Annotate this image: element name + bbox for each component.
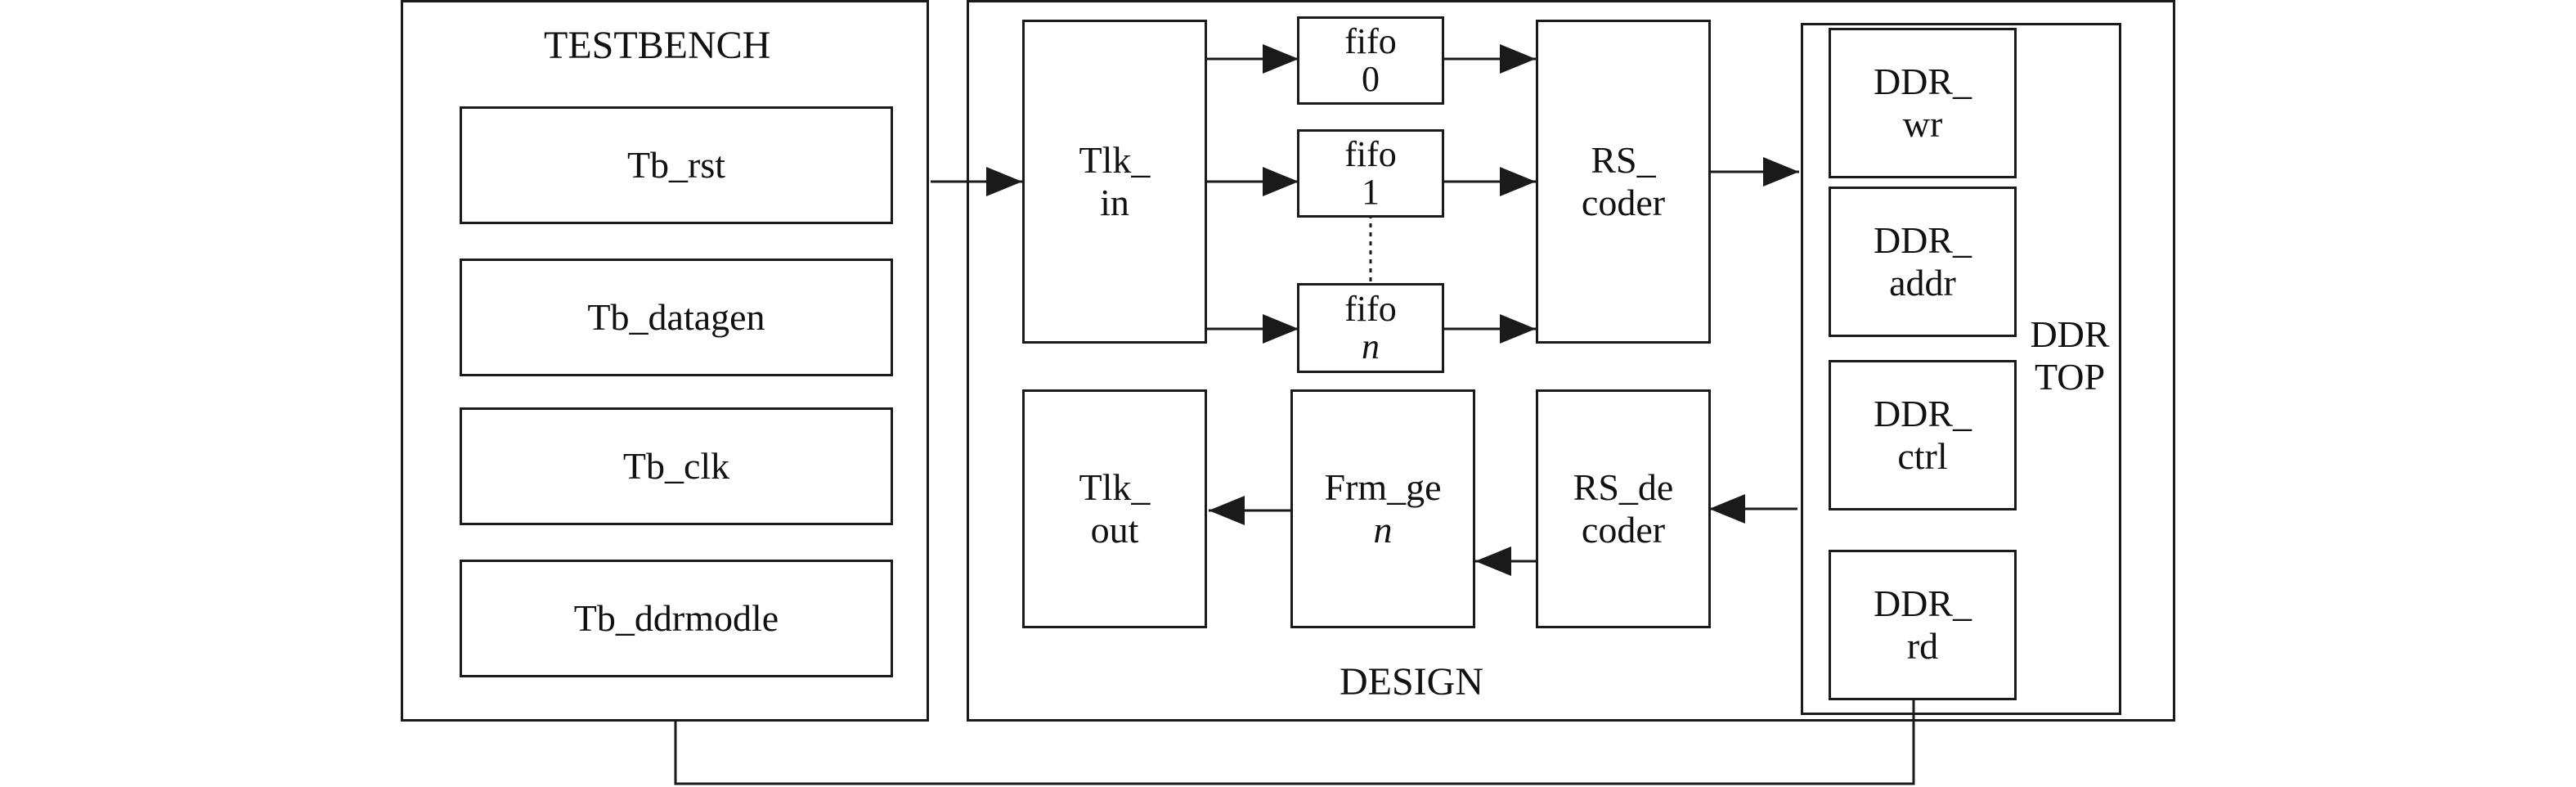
rs-coder-label-line2: coder bbox=[1581, 182, 1666, 223]
fifon-label-line1: fifo bbox=[1344, 289, 1397, 329]
arrowhead-fifo1 bbox=[1263, 167, 1299, 196]
fifo1-label-line2: 1 bbox=[1362, 172, 1380, 212]
arrowhead-rs-coder-n bbox=[1500, 314, 1536, 344]
ddr-addr-label-line2: addr bbox=[1889, 262, 1956, 304]
ddr-top-container bbox=[1801, 23, 2121, 715]
tb-ddrmodle-label: Tb_ddrmodle bbox=[573, 597, 779, 639]
rs-decoder-label-line1: RS_de bbox=[1573, 466, 1674, 508]
ddr-ctrl-block: DDR_ ctrl bbox=[1829, 360, 2017, 510]
design-title: DESIGN bbox=[1340, 660, 1483, 704]
fifo0-label-line2: 0 bbox=[1362, 59, 1380, 99]
feedback-ddr-rd-to-tb-ddrmodle bbox=[674, 686, 1915, 785]
tlk-out-label-line1: Tlk_ bbox=[1079, 466, 1151, 508]
tb-clk-block: Tb_clk bbox=[460, 407, 893, 525]
ddr-ctrl-label-line2: ctrl bbox=[1897, 435, 1948, 477]
design-container bbox=[967, 0, 2175, 722]
ddr-top-label: DDR TOP bbox=[2025, 311, 2115, 401]
ddr-top-label-line1: DDR bbox=[2030, 313, 2110, 355]
tb-datagen-label: Tb_datagen bbox=[587, 296, 765, 338]
rs-coder-block: RS_ coder bbox=[1536, 20, 1711, 344]
fifo1-block: fifo 1 bbox=[1297, 129, 1444, 218]
arrowhead-rs-coder-1 bbox=[1500, 167, 1536, 196]
rs-decoder-label-line2: coder bbox=[1581, 509, 1666, 551]
ddr-addr-block: DDR_ addr bbox=[1829, 187, 2017, 337]
ddr-rd-block: DDR_ rd bbox=[1829, 550, 2017, 700]
arrowhead-tlk-in bbox=[986, 167, 1022, 196]
testbench-title: TESTBENCH bbox=[544, 24, 771, 67]
arrowhead-ddr-top bbox=[1763, 157, 1799, 187]
ddr-rd-label-line2: rd bbox=[1906, 625, 1939, 667]
tb-clk-label: Tb_clk bbox=[622, 445, 730, 487]
tlk-in-label-line2: in bbox=[1100, 182, 1129, 223]
ddr-wr-block: DDR_ wr bbox=[1829, 28, 2017, 178]
fifon-label-line2: n bbox=[1362, 326, 1380, 367]
arrowhead-rs-decoder bbox=[1709, 494, 1745, 524]
tlk-in-label-line1: Tlk_ bbox=[1079, 139, 1151, 181]
ddr-ctrl-label-line1: DDR_ bbox=[1873, 393, 1972, 434]
rs-coder-label-line1: RS_ bbox=[1591, 139, 1656, 181]
arrowhead-frm-gen bbox=[1475, 546, 1511, 576]
frm-gen-label-line2: n bbox=[1373, 509, 1393, 551]
fifo1-label-line1: fifo bbox=[1344, 134, 1397, 174]
ddr-wr-label-line2: wr bbox=[1902, 103, 1943, 145]
fifon-block: fifo n bbox=[1297, 283, 1444, 373]
tlk-out-block: Tlk_ out bbox=[1022, 389, 1207, 628]
tb-ddrmodle-block: Tb_ddrmodle bbox=[460, 560, 893, 677]
tlk-in-block: Tlk_ in bbox=[1022, 20, 1207, 344]
fifo0-block: fifo 0 bbox=[1297, 16, 1444, 105]
frm-gen-block: Frm_ge n bbox=[1290, 389, 1475, 628]
ddr-rd-label-line1: DDR_ bbox=[1873, 582, 1972, 624]
tlk-out-label-line2: out bbox=[1090, 509, 1139, 551]
ddr-wr-label-line1: DDR_ bbox=[1873, 61, 1972, 102]
arrowhead-fifon bbox=[1263, 314, 1299, 344]
tb-rst-block: Tb_rst bbox=[460, 106, 893, 224]
rs-decoder-block: RS_de coder bbox=[1536, 389, 1711, 628]
fifo0-label-line1: fifo bbox=[1344, 21, 1397, 61]
arrowhead-rs-coder-0 bbox=[1500, 44, 1536, 74]
frm-gen-label-line1: Frm_ge bbox=[1324, 466, 1442, 508]
ddr-top-label-line2: TOP bbox=[2034, 356, 2106, 398]
tb-datagen-block: Tb_datagen bbox=[460, 259, 893, 376]
arrowhead-tlk-out bbox=[1209, 496, 1245, 525]
tb-rst-label: Tb_rst bbox=[626, 144, 726, 186]
ddr-addr-label-line1: DDR_ bbox=[1873, 219, 1972, 261]
arrowhead-fifo0 bbox=[1263, 44, 1299, 74]
